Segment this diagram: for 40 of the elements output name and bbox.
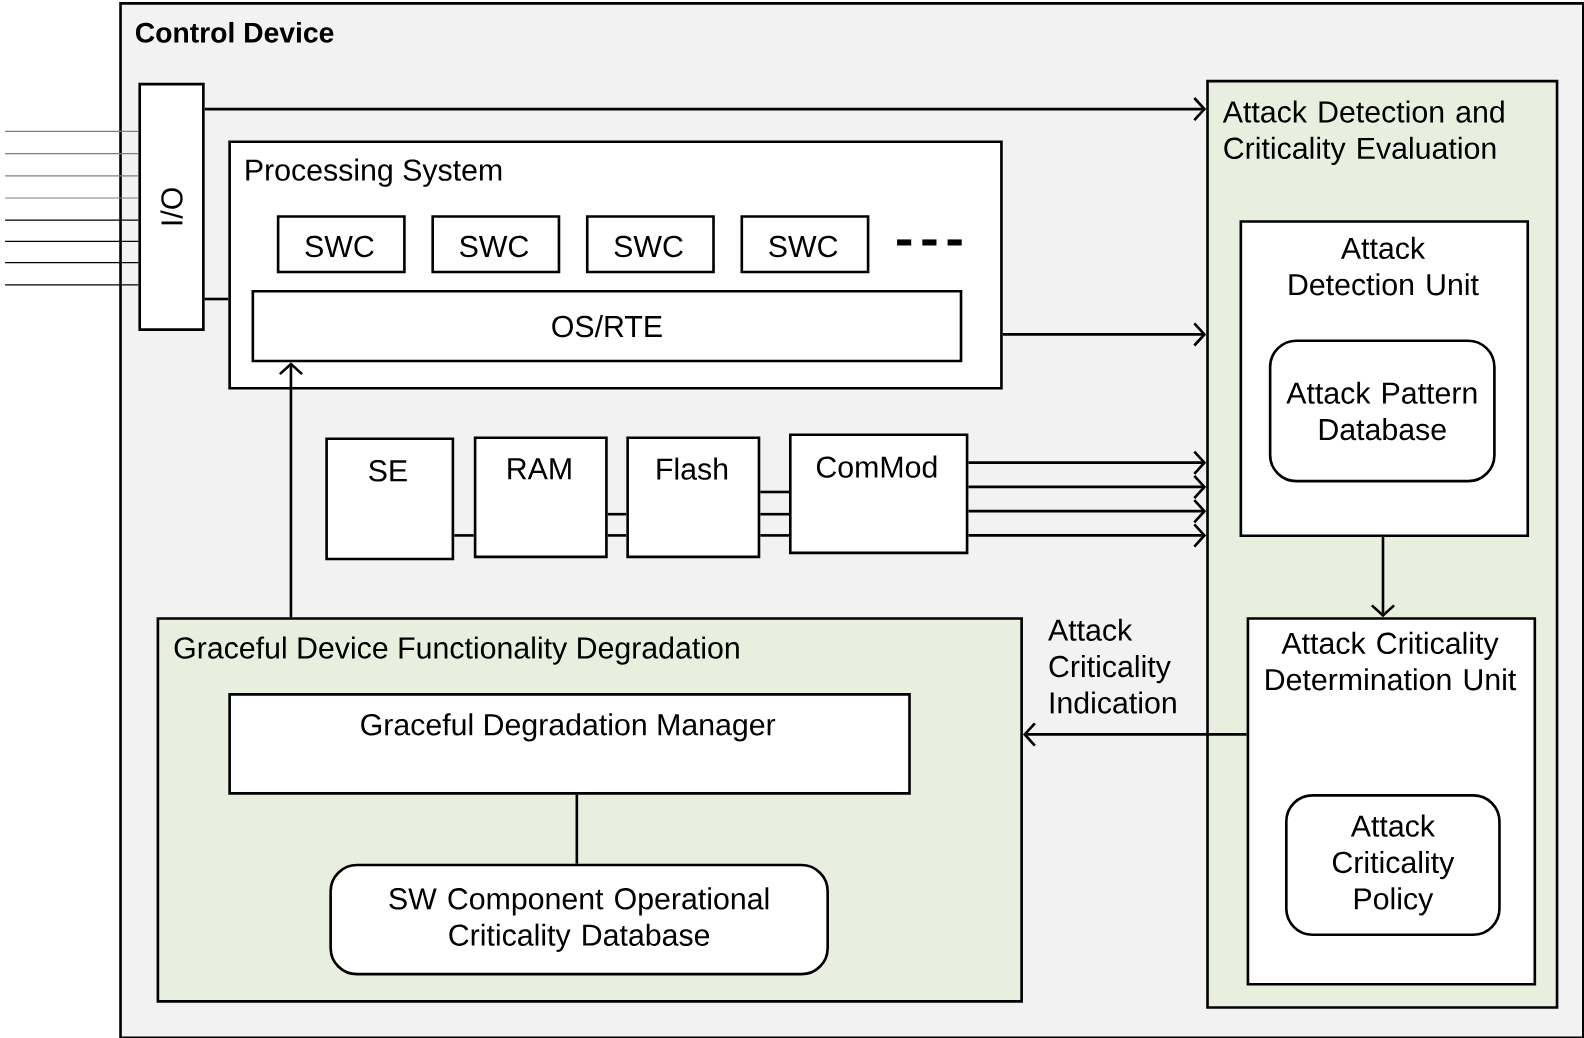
component-box: SWC (585, 214, 715, 274)
arrow (1022, 722, 1247, 747)
hardware-box: Flash (626, 436, 761, 558)
signal-line (4, 219, 139, 221)
database-box: Attack Pattern Database (1268, 339, 1496, 483)
connector-line (454, 533, 474, 537)
connector-line (607, 533, 627, 537)
edge-label: Attack Criticality Indication (1048, 618, 1176, 714)
database-box: SW Component Operational Criticality Database (329, 863, 829, 976)
signal-line (4, 261, 139, 264)
hardware-box: ComMod (789, 433, 969, 554)
arrow (968, 523, 1207, 548)
arrow (204, 96, 1207, 121)
connector-line (204, 297, 229, 301)
os-box: OS/RTE (251, 289, 963, 363)
hardware-box: SE (325, 437, 455, 561)
arrow (968, 474, 1207, 499)
component-box: SWC (431, 214, 561, 274)
arrow (1371, 536, 1395, 617)
signal-line (4, 152, 139, 154)
arrow (1002, 322, 1207, 347)
signal-line (4, 197, 139, 199)
arrow (278, 362, 303, 617)
connector-line (760, 490, 789, 494)
policy-box: Attack Criticality Policy (1285, 793, 1501, 936)
component-box: SWC (276, 214, 406, 274)
connector-line (760, 533, 789, 537)
connector-line (760, 512, 789, 516)
hardware-box: RAM (473, 436, 608, 558)
arrow (968, 498, 1207, 523)
component-box: SWC (740, 214, 870, 274)
signal-line (4, 284, 139, 286)
io-box: I/O (138, 82, 205, 331)
signal-line (4, 130, 139, 132)
manager-box: Graceful Degradation Manager (228, 692, 911, 795)
connector-line (575, 794, 579, 864)
signal-line (4, 240, 139, 242)
connector-line (607, 512, 627, 516)
arrow (968, 450, 1207, 475)
signal-line (4, 174, 139, 177)
